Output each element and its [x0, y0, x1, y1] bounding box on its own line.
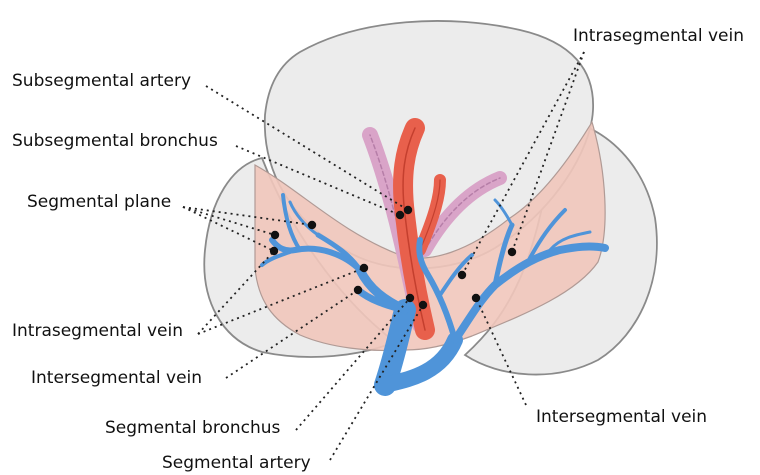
label-segmental-artery: Segmental artery	[162, 453, 311, 473]
marker-dot	[396, 211, 404, 219]
label-intersegmental-vein-right: Intersegmental vein	[536, 407, 707, 427]
marker-dot	[472, 294, 480, 302]
label-subsegmental-artery: Subsegmental artery	[12, 71, 191, 91]
label-subsegmental-bronchus: Subsegmental bronchus	[12, 131, 218, 151]
marker-dot	[270, 247, 278, 255]
marker-dot	[508, 248, 516, 256]
marker-dot	[404, 206, 412, 214]
label-intrasegmental-vein-left: Intrasegmental vein	[12, 321, 183, 341]
label-intrasegmental-vein-right: Intrasegmental vein	[573, 26, 744, 46]
marker-dot	[354, 286, 362, 294]
label-segmental-bronchus: Segmental bronchus	[105, 418, 281, 438]
marker-dot	[271, 231, 279, 239]
marker-dot	[360, 264, 368, 272]
label-intersegmental-vein-left: Intersegmental vein	[31, 368, 202, 388]
marker-dot	[308, 221, 316, 229]
marker-dot	[419, 301, 427, 309]
marker-dot	[458, 271, 466, 279]
label-segmental-plane: Segmental plane	[27, 192, 171, 212]
marker-dot	[406, 294, 414, 302]
